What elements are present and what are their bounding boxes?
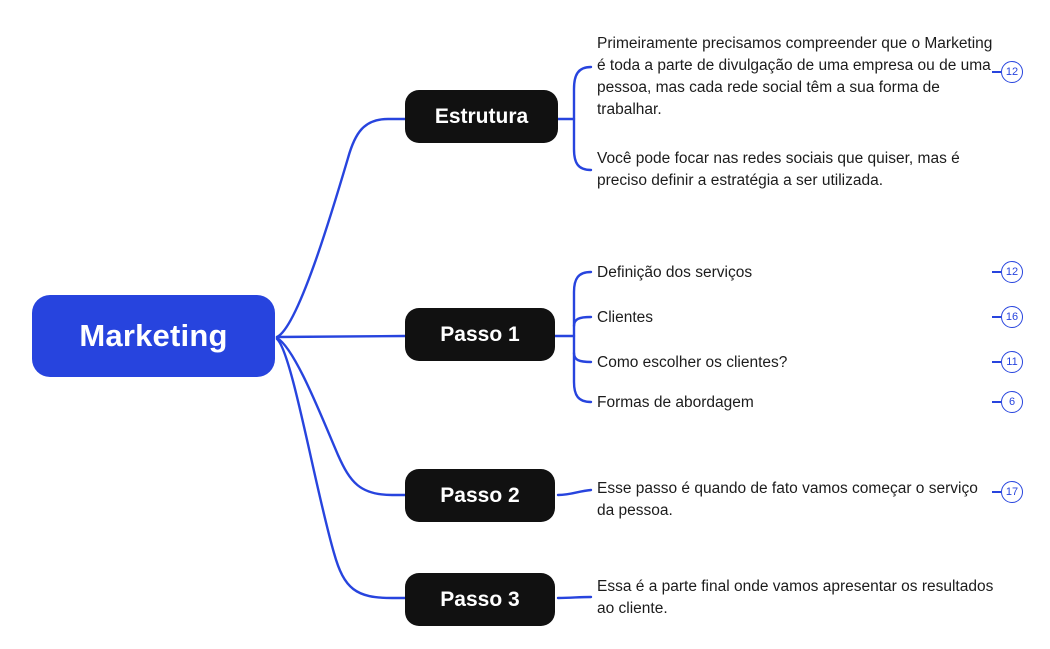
connector-passo1-item3 [572,351,593,364]
root-node-marketing[interactable]: Marketing [32,295,275,377]
branch-node-label: Estrutura [434,104,529,128]
branch-node-passo-3[interactable]: Passo 3 [405,573,555,626]
connector-passo1-bracket [572,270,593,404]
branch-node-label: Passo 2 [440,483,520,507]
connector-estrutura-bracket [572,65,593,172]
branch-node-label: Passo 3 [440,587,520,611]
connector-passo1-item2 [572,315,593,328]
collapsed-count-badge[interactable]: 12 [992,61,1023,83]
connector-passo2-text [556,488,593,497]
topic-como-escolher-clientes[interactable]: Como escolher os clientes? [597,354,788,371]
connector-root-passo3 [275,337,407,600]
collapsed-count-badge[interactable]: 12 [992,261,1023,283]
topic-estrutura-paragraph-2[interactable]: Você pode focar nas redes sociais que qu… [597,150,960,189]
badge-count: 12 [1001,261,1023,283]
badge-tick [992,271,1001,273]
collapsed-count-badge[interactable]: 17 [992,481,1023,503]
badge-count: 11 [1001,351,1023,373]
branch-node-label: Passo 1 [440,322,520,346]
connector-root-estrutura [275,117,407,339]
badge-count: 17 [1001,481,1023,503]
badge-tick [992,491,1001,493]
branch-node-passo-2[interactable]: Passo 2 [405,469,555,522]
connector-passo3-text [556,595,593,600]
badge-tick [992,361,1001,363]
root-node-label: Marketing [79,318,228,353]
badge-count: 6 [1001,391,1023,413]
connector-root-passo1 [275,334,407,339]
badge-tick [992,316,1001,318]
topic-passo3-text[interactable]: Essa é a parte final onde vamos apresent… [597,578,994,617]
topic-definicao-servicos[interactable]: Definição dos serviços [597,264,753,281]
badge-tick [992,71,1001,73]
badge-count: 12 [1001,61,1023,83]
topic-formas-abordagem[interactable]: Formas de abordagem [597,394,754,411]
branch-node-passo-1[interactable]: Passo 1 [405,308,555,361]
collapsed-count-badge[interactable]: 11 [992,351,1023,373]
badge-count: 16 [1001,306,1023,328]
branch-node-estrutura[interactable]: Estrutura [405,90,558,143]
topic-passo2-text[interactable]: Esse passo é quando de fato vamos começa… [597,480,978,519]
topic-estrutura-paragraph-1[interactable]: Primeiramente precisamos compreender que… [597,35,993,118]
collapsed-count-badge[interactable]: 6 [992,391,1023,413]
topic-clientes[interactable]: Clientes [597,309,653,326]
connector-root-passo2 [275,336,407,497]
badge-tick [992,401,1001,403]
collapsed-count-badge[interactable]: 16 [992,306,1023,328]
